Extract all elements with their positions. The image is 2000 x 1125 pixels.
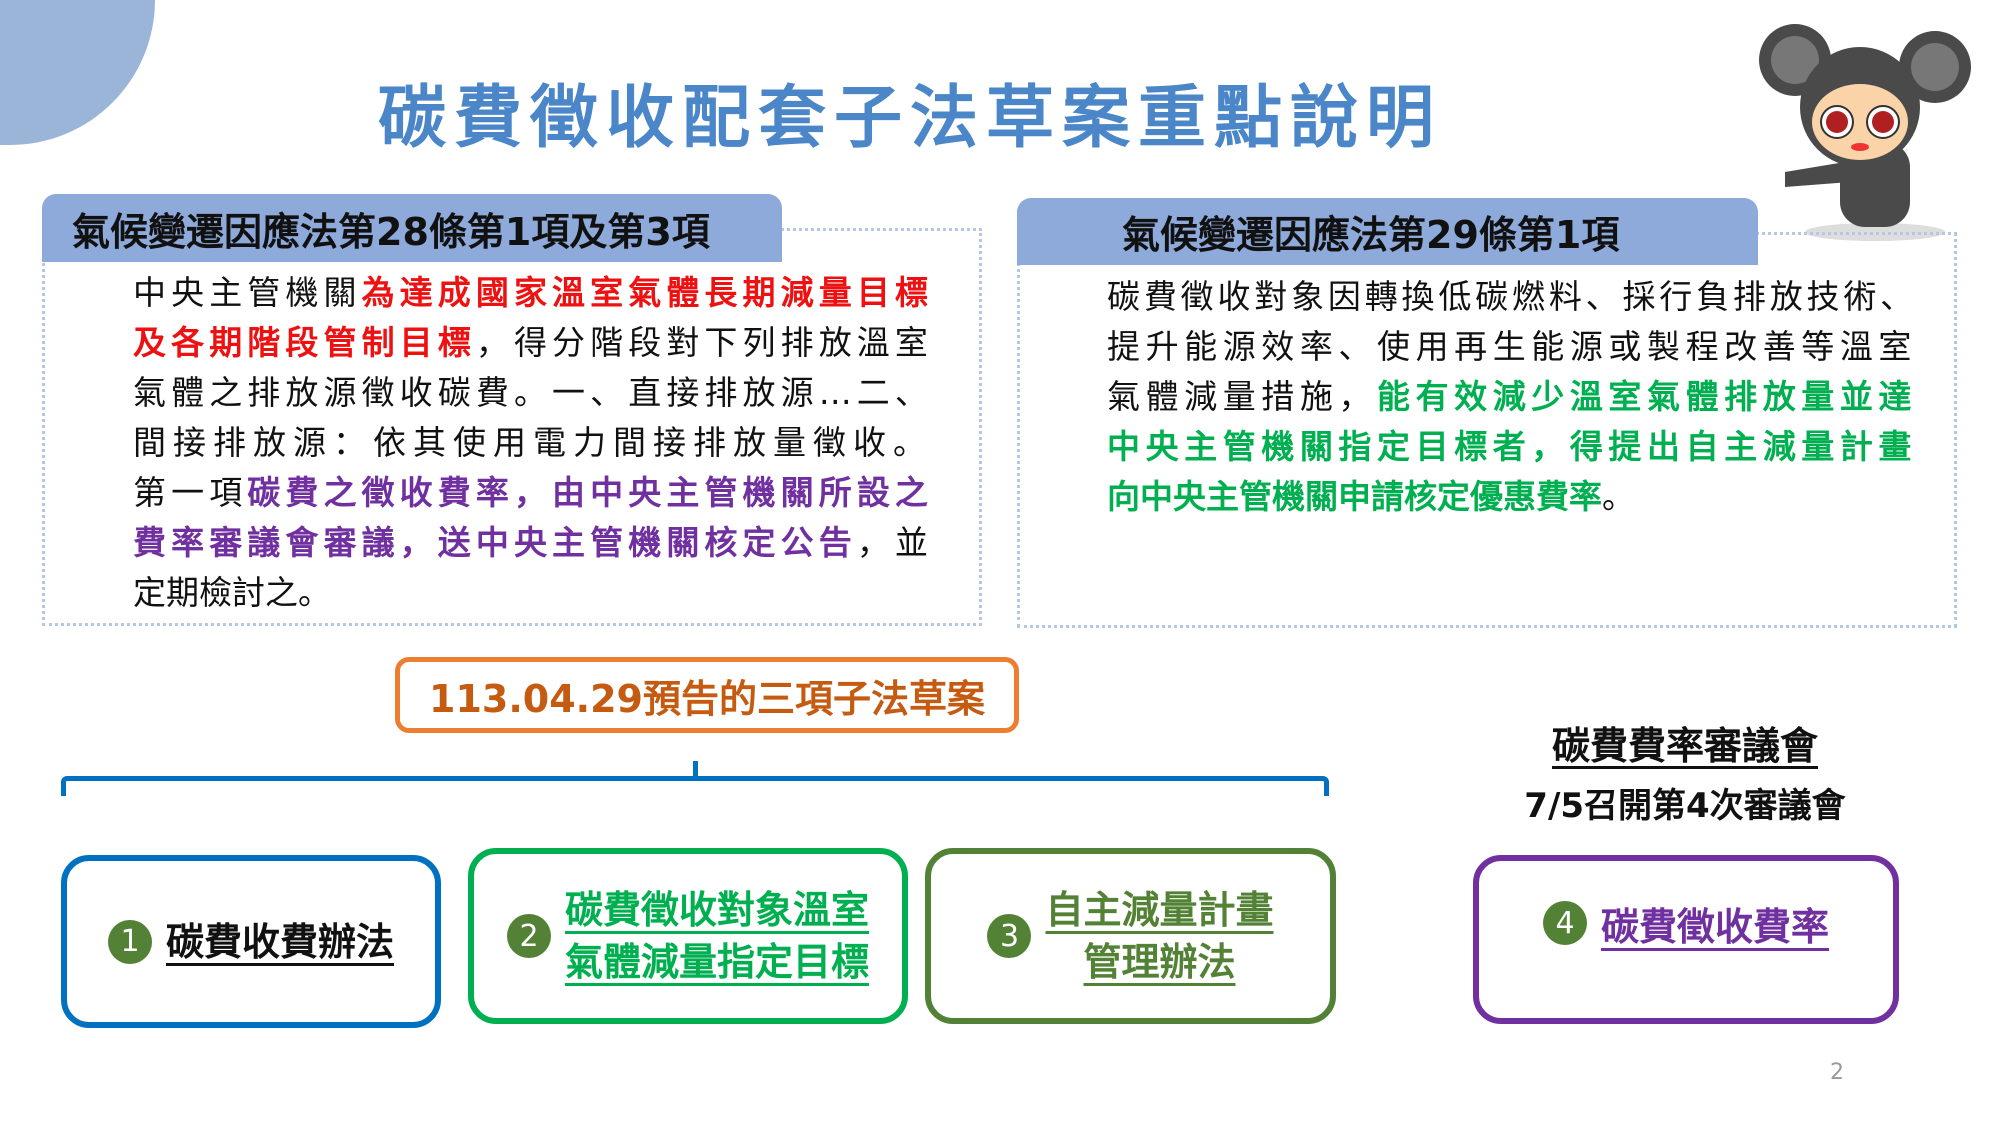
text-line: 定期檢討之。	[133, 568, 933, 618]
text-line: 提升能源效率、使用再生能源或製程改善等溫室	[1107, 322, 1917, 372]
text-segment: ，並	[856, 523, 934, 562]
law-28-header-text: 氣候變遷因應法第28條第1項及第3項	[72, 209, 710, 254]
number-badge: 1	[107, 919, 152, 964]
card-carbon-fee-rate[interactable]: 4 碳費徵收費率	[1473, 855, 1899, 1024]
card-carbon-fee-collection-rules[interactable]: 1 碳費收費辦法	[61, 855, 441, 1028]
card-title-line[interactable]: 自主減量計畫	[1045, 888, 1274, 932]
text-segment: 能有效減少溫室氣體排放量並達	[1377, 377, 1917, 416]
card-designated-reduction-targets[interactable]: 2 碳費徵收對象溫室氣體減量指定目標	[468, 848, 908, 1024]
text-line: 氣體之排放源徵收碳費。一、直接排放源…二、	[133, 368, 933, 418]
text-segment: 向中央主管機關申請核定優惠費率	[1107, 477, 1602, 516]
text-segment: 碳費徵收對象因轉換低碳燃料、採行負排放技術、	[1107, 277, 1917, 316]
text-segment: 為達成國家溫室氣體長期減量目標	[361, 273, 934, 312]
bracket-stem	[693, 761, 698, 779]
card-title-line[interactable]: 碳費徵收對象溫室	[564, 888, 869, 932]
text-segment: 氣體減量措施，	[1107, 377, 1377, 416]
number-badge: 3	[987, 914, 1032, 958]
council-subtitle: 7/5召開第4次審議會	[1524, 786, 1846, 826]
text-segment: 及各期階段管制目標	[133, 323, 476, 362]
text-line: 向中央主管機關申請核定優惠費率。	[1107, 472, 1917, 522]
card-title[interactable]: 碳費徵收對象溫室氣體減量指定目標	[565, 884, 869, 988]
text-line: 及各期階段管制目標，得分階段對下列排放溫室	[133, 318, 933, 368]
card-title[interactable]: 碳費收費辦法	[166, 916, 394, 968]
page-number: 2	[1830, 1060, 1844, 1085]
card-self-reduction-plan-rules[interactable]: 3 自主減量計畫管理辦法	[925, 848, 1336, 1024]
text-line: 間接排放源：依其使用電力間接排放量徵收。	[133, 418, 933, 468]
text-segment: 中央主管機關指定目標者，得提出自主減量計畫	[1107, 427, 1917, 466]
card-title-line[interactable]: 碳費收費辦法	[165, 919, 394, 964]
council-title: 碳費費率審議會	[1551, 724, 1818, 768]
law-29-text: 碳費徵收對象因轉換低碳燃料、採行負排放技術、提升能源效率、使用再生能源或製程改善…	[1107, 272, 1917, 522]
bracket-connector	[61, 776, 1329, 796]
card-title-line[interactable]: 管理辦法	[1083, 940, 1236, 984]
text-segment: 定期檢討之。	[133, 573, 331, 612]
text-line: 費率審議會審議，送中央主管機關核定公告，並	[133, 518, 933, 568]
bear-mascot-icon	[1759, 24, 1971, 241]
card-title-line[interactable]: 氣體減量指定目標	[564, 940, 869, 984]
text-segment: 中央主管機關	[133, 273, 362, 312]
draft-label: 113.04.29預告的三項子法草案	[429, 676, 985, 721]
number-badge: 2	[506, 914, 551, 958]
law-29-header: 氣候變遷因應法第29條第1項	[1017, 198, 1758, 265]
law-29-header-text: 氣候變遷因應法第29條第1項	[1122, 213, 1620, 257]
text-line: 碳費徵收對象因轉換低碳燃料、採行負排放技術、	[1107, 272, 1917, 322]
number-badge: 4	[1542, 901, 1587, 945]
card-title[interactable]: 自主減量計畫管理辦法	[1045, 884, 1273, 988]
draft-label-box: 113.04.29預告的三項子法草案	[395, 657, 1019, 733]
text-segment: 間接排放源：依其使用電力間接排放量徵收。	[133, 423, 933, 462]
text-segment: 提升能源效率、使用再生能源或製程改善等溫室	[1107, 327, 1917, 366]
text-line: 第一項碳費之徵收費率，由中央主管機關所設之	[133, 468, 933, 518]
text-segment: 氣體之排放源徵收碳費。一、直接排放源…二、	[133, 373, 933, 412]
law-28-text: 中央主管機關為達成國家溫室氣體長期減量目標及各期階段管制目標，得分階段對下列排放…	[133, 268, 933, 618]
corner-decoration	[0, 0, 155, 145]
text-line: 中央主管機關指定目標者，得提出自主減量計畫	[1107, 422, 1917, 472]
card-title[interactable]: 碳費徵收費率	[1601, 901, 1829, 953]
text-segment: 碳費之徵收費率，由中央主管機關所設之	[247, 473, 934, 512]
text-segment: 。	[1602, 477, 1635, 516]
text-line: 氣體減量措施，能有效減少溫室氣體排放量並達	[1107, 372, 1917, 422]
card-title-line[interactable]: 碳費徵收費率	[1600, 905, 1829, 949]
text-segment: ，得分階段對下列排放溫室	[475, 323, 934, 362]
page-title: 碳費徵收配套子法草案重點說明	[377, 79, 1442, 158]
text-segment: 第一項	[133, 473, 248, 512]
text-segment: 費率審議會審議，送中央主管機關核定公告	[133, 523, 857, 562]
text-line: 中央主管機關為達成國家溫室氣體長期減量目標	[133, 268, 933, 318]
law-28-header: 氣候變遷因應法第28條第1項及第3項	[42, 194, 782, 262]
